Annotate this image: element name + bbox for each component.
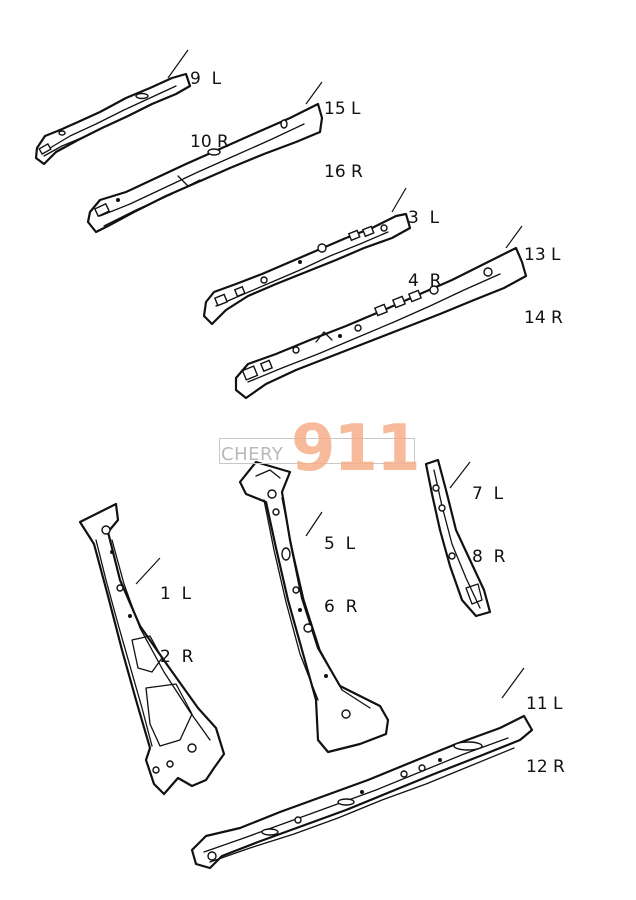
- watermark-frame: [219, 438, 415, 464]
- callout-line: 7 L: [472, 484, 504, 504]
- part-13-14-rail: [234, 246, 528, 400]
- callout-13-14: 13 L 14 R: [524, 203, 563, 371]
- watermark-number: 911: [291, 412, 421, 486]
- part-1-2-pillar: [78, 502, 226, 796]
- callout-line: 10 R: [190, 132, 229, 152]
- callout-line: 16 R: [324, 162, 363, 182]
- leader-9-10: [167, 49, 189, 79]
- leader-7-8: [449, 461, 471, 489]
- leader-15-16: [305, 81, 323, 105]
- leader-11-12: [501, 667, 525, 699]
- callout-line: 9 L: [190, 69, 222, 89]
- callout-line: 1 L: [160, 584, 192, 604]
- part-3-4-rail: [202, 212, 412, 326]
- watermark-logo: 911 CHERY: [219, 412, 421, 486]
- callout-line: 8 R: [472, 547, 506, 567]
- callout-3-4: 3 L 4 R: [408, 166, 441, 334]
- callout-line: 11 L: [526, 694, 563, 714]
- callout-line: 3 L: [408, 208, 440, 228]
- leader-5-6: [305, 511, 323, 537]
- callout-1-2: 1 L 2 R: [160, 542, 193, 710]
- callout-line: 4 R: [408, 271, 442, 291]
- watermark-brand: CHERY: [221, 444, 284, 465]
- leader-13-14: [505, 225, 523, 249]
- callout-11-12: 11 L 12 R: [526, 652, 565, 820]
- leader-lines: [135, 49, 525, 699]
- part-9-10-rail: [34, 72, 192, 166]
- callout-7-8: 7 L 8 R: [472, 442, 505, 610]
- part-5-6-pillar: [238, 460, 390, 754]
- callout-line: 13 L: [524, 245, 561, 265]
- leader-1-2: [135, 557, 161, 585]
- callout-line: 6 R: [324, 597, 358, 617]
- callout-9-10: 9 L 10 R: [190, 27, 229, 195]
- callout-line: 14 R: [524, 308, 563, 328]
- part-11-12-sill: [190, 714, 534, 870]
- callout-line: 12 R: [526, 757, 565, 777]
- callout-line: 5 L: [324, 534, 356, 554]
- part-15-16-rail: [86, 102, 324, 234]
- callout-line: 15 L: [324, 99, 361, 119]
- callout-15-16: 15 L 16 R: [324, 57, 363, 225]
- part-7-8-bracket: [424, 458, 492, 618]
- leader-3-4: [391, 187, 407, 213]
- callout-5-6: 5 L 6 R: [324, 492, 357, 660]
- callout-line: 2 R: [160, 647, 194, 667]
